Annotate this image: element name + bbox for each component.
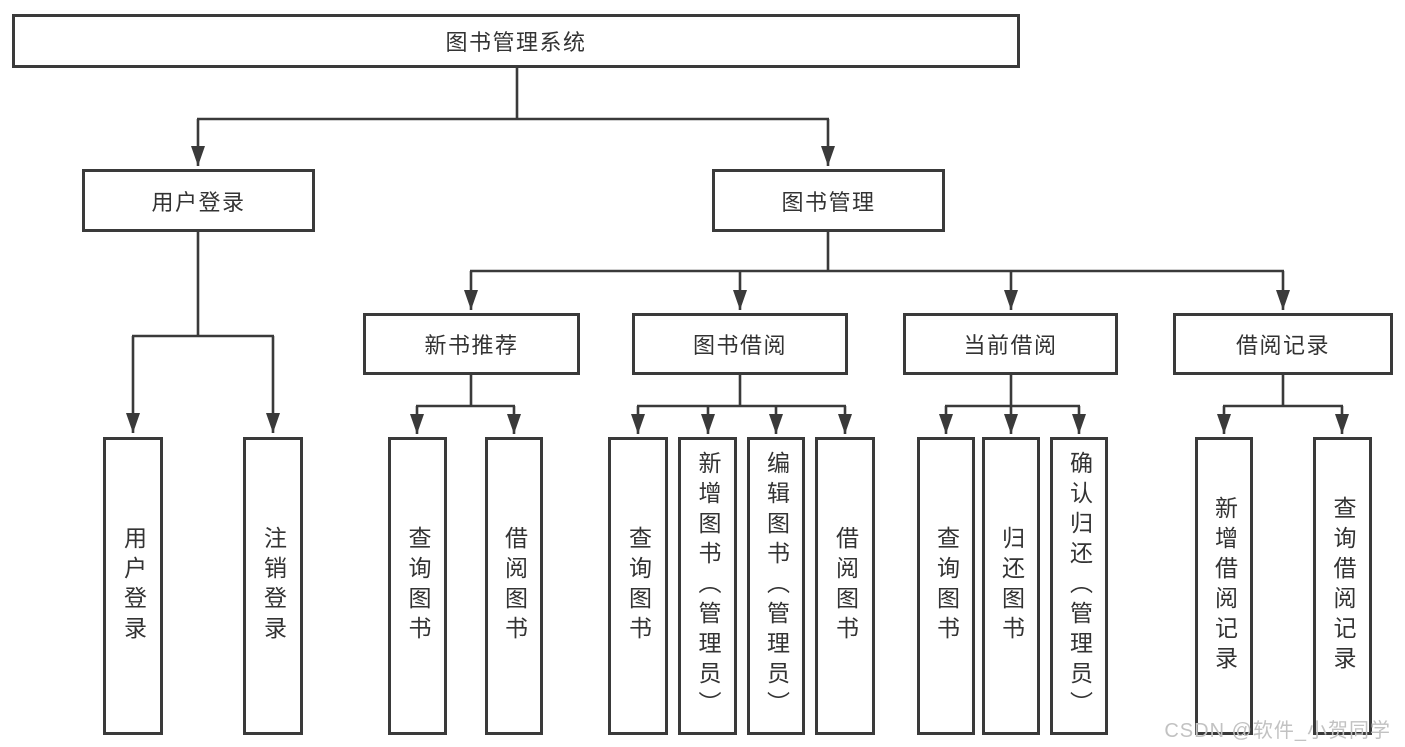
- node-leaf-borrow-book-borrowing: 借阅图书: [815, 437, 875, 735]
- node-user-login-branch: 用户登录: [82, 169, 315, 232]
- node-label: 查询图书: [933, 526, 960, 646]
- node-library-system: 图书管理系统: [12, 14, 1020, 68]
- node-label: 当前借阅: [963, 333, 1058, 358]
- node-leaf-user-login: 用户登录: [103, 437, 163, 735]
- node-leaf-return-book: 归还图书: [982, 437, 1040, 735]
- node-label: 查询借阅记录: [1330, 496, 1356, 676]
- node-new-book-recommend: 新书推荐: [363, 313, 580, 375]
- node-leaf-logout: 注销登录: [243, 437, 303, 735]
- node-leaf-borrow-book-recommend: 借阅图书: [485, 437, 543, 735]
- node-label: 图书借阅: [692, 333, 787, 358]
- node-label: 新增图书（管理员）: [695, 451, 721, 721]
- node-label: 归还图书: [998, 526, 1025, 646]
- node-label: 用户登录: [120, 526, 147, 646]
- csdn-watermark: CSDN @软件_小贺同学: [1164, 720, 1391, 742]
- node-label: 查询图书: [625, 526, 652, 646]
- node-book-borrowing: 图书借阅: [632, 313, 848, 375]
- node-label: 图书管理: [781, 189, 876, 215]
- node-leaf-add-book-admin: 新增图书（管理员）: [678, 437, 737, 735]
- node-label: 借阅图书: [832, 526, 859, 646]
- node-leaf-confirm-return-admin: 确认归还（管理员）: [1050, 437, 1108, 735]
- node-label: 新增借阅记录: [1211, 496, 1238, 676]
- node-leaf-query-book-borrowing: 查询图书: [608, 437, 668, 735]
- node-current-borrowing: 当前借阅: [903, 313, 1118, 375]
- node-leaf-query-book-current: 查询图书: [917, 437, 975, 735]
- node-leaf-query-borrow-record: 查询借阅记录: [1313, 437, 1372, 735]
- node-label: 确认归还（管理员）: [1066, 451, 1093, 721]
- node-label: 编辑图书（管理员）: [763, 451, 790, 721]
- node-label: 查询图书: [405, 526, 431, 646]
- node-leaf-edit-book-admin: 编辑图书（管理员）: [747, 437, 805, 735]
- node-borrowing-records: 借阅记录: [1173, 313, 1393, 375]
- node-book-management: 图书管理: [712, 169, 945, 232]
- node-label: 借阅图书: [501, 526, 528, 646]
- node-label: 用户登录: [151, 189, 246, 215]
- node-label: 新书推荐: [424, 333, 519, 358]
- node-leaf-add-borrow-record: 新增借阅记录: [1195, 437, 1253, 735]
- node-label: 注销登录: [260, 526, 287, 646]
- node-leaf-query-book-recommend: 查询图书: [388, 437, 447, 735]
- node-label: 图书管理系统: [445, 30, 587, 55]
- node-label: 借阅记录: [1235, 333, 1330, 358]
